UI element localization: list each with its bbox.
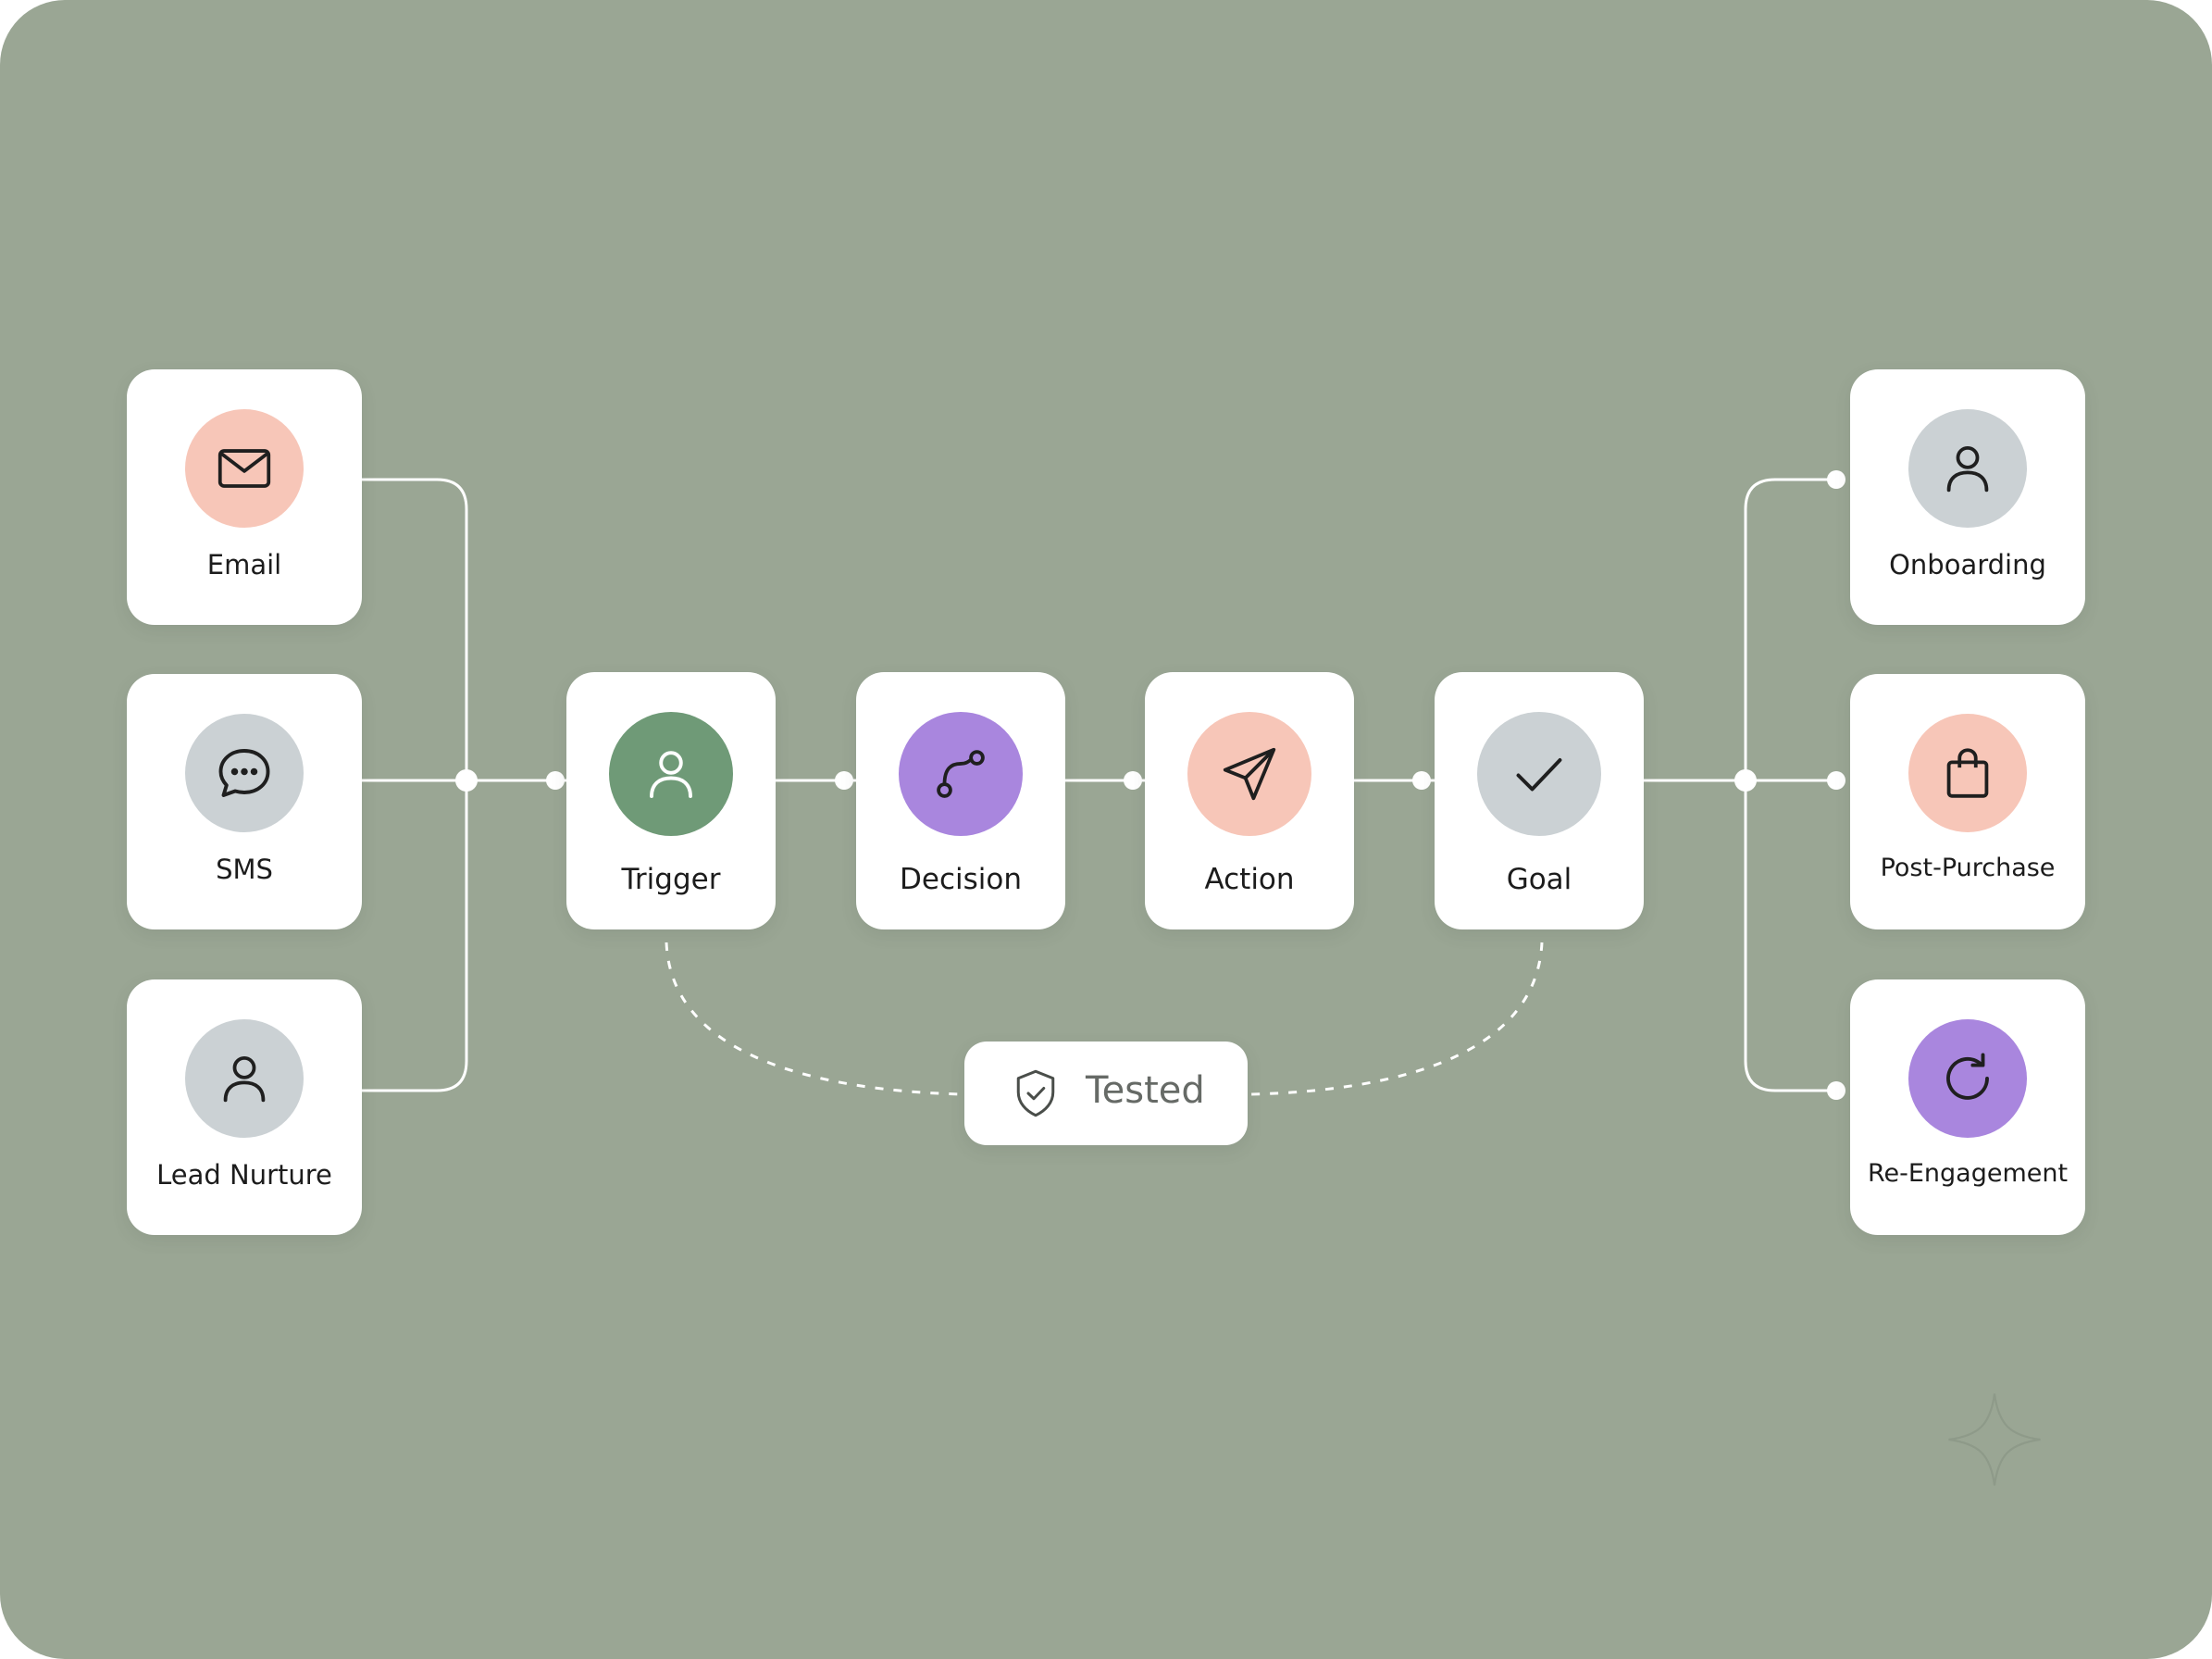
source-card-sms[interactable]: SMS xyxy=(127,674,362,929)
shield-check-icon xyxy=(1016,1069,1055,1117)
branch-icon xyxy=(937,750,985,798)
tested-badge: Tested xyxy=(964,1042,1248,1145)
sparkle-icon xyxy=(1948,1393,2041,1486)
port-onboarding-in xyxy=(1827,470,1845,489)
source-label-sms: SMS xyxy=(216,854,273,885)
outcome-label-onboarding: Onboarding xyxy=(1889,549,2046,580)
source-label-email: Email xyxy=(206,549,282,580)
icon-circle xyxy=(1908,714,2027,832)
flow-card-action[interactable]: Action xyxy=(1145,672,1354,929)
connector-email xyxy=(361,478,468,780)
junction-right-hub xyxy=(1734,769,1757,792)
port-reengagement-in xyxy=(1827,1081,1845,1100)
outcome-card-post-purchase[interactable]: Post-Purchase xyxy=(1850,674,2085,929)
person-icon xyxy=(1946,445,1989,493)
connector-lead-nurture xyxy=(361,780,468,1092)
icon-circle xyxy=(1187,712,1311,836)
flow-label-goal: Goal xyxy=(1506,863,1572,896)
outcome-card-onboarding[interactable]: Onboarding xyxy=(1850,369,2085,625)
icon-circle xyxy=(609,712,733,836)
shopping-bag-icon xyxy=(1946,748,1989,798)
flow-label-action: Action xyxy=(1204,863,1295,896)
icon-circle xyxy=(1477,712,1601,836)
outcome-label-re-engagement: Re-Engagement xyxy=(1867,1159,2069,1188)
chat-bubble-icon xyxy=(218,749,270,797)
tested-loop-left xyxy=(665,942,963,1096)
flow-label-trigger: Trigger xyxy=(621,863,721,896)
source-card-email[interactable]: Email xyxy=(127,369,362,625)
flow-card-decision[interactable]: Decision xyxy=(856,672,1065,929)
checkmark-icon xyxy=(1516,758,1562,792)
icon-circle xyxy=(1908,409,2027,528)
icon-circle xyxy=(185,1019,304,1138)
source-label-lead-nurture: Lead Nurture xyxy=(156,1159,332,1191)
refresh-icon xyxy=(1946,1053,1989,1100)
junction-left-hub xyxy=(455,769,478,792)
icon-circle xyxy=(1908,1019,2027,1138)
person-icon xyxy=(650,751,692,798)
icon-circle xyxy=(899,712,1023,836)
envelope-icon xyxy=(217,449,271,488)
source-card-lead-nurture[interactable]: Lead Nurture xyxy=(127,979,362,1235)
connector-reengagement xyxy=(1744,780,1838,1092)
tested-loop-right xyxy=(1250,942,1544,1096)
flow-card-trigger[interactable]: Trigger xyxy=(566,672,776,929)
icon-circle xyxy=(185,714,304,832)
paper-plane-icon xyxy=(1223,747,1276,801)
flow-card-goal[interactable]: Goal xyxy=(1435,672,1644,929)
port-goal-in xyxy=(1412,771,1431,790)
flow-label-decision: Decision xyxy=(900,863,1022,896)
icon-circle xyxy=(185,409,304,528)
tested-label: Tested xyxy=(1086,1069,1205,1112)
connector-onboarding xyxy=(1744,478,1838,780)
person-icon xyxy=(223,1055,266,1103)
outcome-label-post-purchase: Post-Purchase xyxy=(1880,854,2056,882)
port-trigger-in xyxy=(546,771,565,790)
port-action-in xyxy=(1124,771,1142,790)
port-postpurchase-in xyxy=(1827,771,1845,790)
outcome-card-re-engagement[interactable]: Re-Engagement xyxy=(1850,979,2085,1235)
port-decision-in xyxy=(835,771,853,790)
